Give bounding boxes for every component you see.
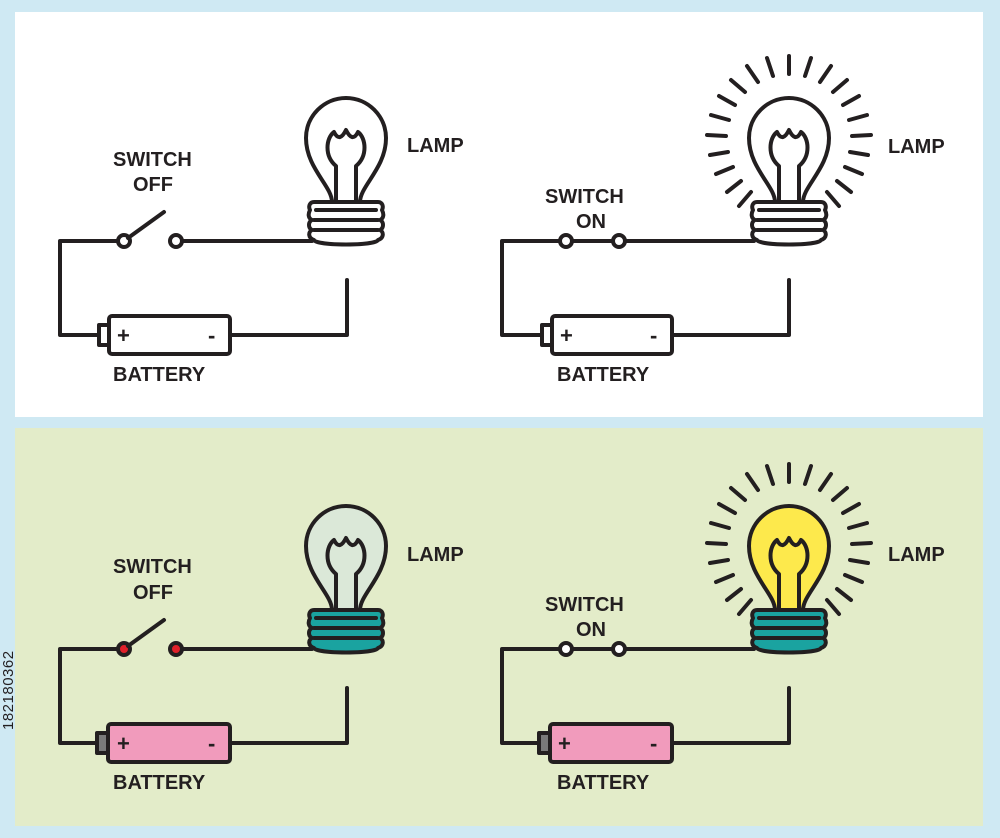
battery-plus-sign: + <box>558 731 571 756</box>
switch-label-line1: SWITCH <box>113 556 192 578</box>
switch-contact-right <box>168 233 184 249</box>
switch-contact-left <box>558 641 574 657</box>
lamp-label: LAMP <box>888 544 945 566</box>
battery-minus-sign: - <box>208 731 215 756</box>
switch-lever <box>126 210 166 240</box>
switch-label-line1: SWITCH <box>113 149 192 171</box>
switch-label-line1: SWITCH <box>545 186 624 208</box>
lamp-bulb <box>747 504 831 655</box>
battery-plus-sign: + <box>117 323 130 348</box>
battery-label: BATTERY <box>557 364 650 386</box>
battery-terminal <box>537 731 552 755</box>
switch-lever <box>126 618 166 648</box>
battery-label: BATTERY <box>113 364 206 386</box>
battery-terminal <box>540 323 554 347</box>
switch-label-line2: OFF <box>133 174 173 196</box>
switch-label-line2: ON <box>576 211 606 233</box>
switch-contact-left <box>558 233 574 249</box>
lamp-bulb <box>747 96 831 247</box>
battery-plus-sign: + <box>117 731 130 756</box>
battery-label: BATTERY <box>113 772 206 794</box>
switch-contact-right <box>168 641 184 657</box>
battery-terminal <box>97 323 111 347</box>
switch-label-line2: ON <box>576 619 606 641</box>
battery-label: BATTERY <box>557 772 650 794</box>
light-rays <box>705 54 873 208</box>
circuit-top-left <box>58 96 388 356</box>
battery-minus-sign: - <box>650 731 657 756</box>
battery-terminal <box>95 731 110 755</box>
switch-label-line2: OFF <box>133 582 173 604</box>
wire-bottom-left <box>58 647 349 745</box>
battery-minus-sign: - <box>650 323 657 348</box>
circuit-bottom-right <box>500 462 873 764</box>
light-rays <box>705 462 873 616</box>
lamp-label: LAMP <box>407 544 464 566</box>
wire-top-right <box>500 239 791 337</box>
lamp-label: LAMP <box>888 136 945 158</box>
wire-bottom-right <box>500 647 791 745</box>
switch-contact-right <box>611 233 627 249</box>
circuit-bottom-left <box>58 504 388 764</box>
battery-plus-sign: + <box>560 323 573 348</box>
lamp-label: LAMP <box>407 135 464 157</box>
lamp-bulb <box>304 504 388 655</box>
switch-contact-right <box>611 641 627 657</box>
circuit-top-right <box>500 54 873 356</box>
wire-top-left <box>58 239 349 337</box>
switch-label-line1: SWITCH <box>545 594 624 616</box>
lamp-bulb <box>304 96 388 247</box>
battery-minus-sign: - <box>208 323 215 348</box>
